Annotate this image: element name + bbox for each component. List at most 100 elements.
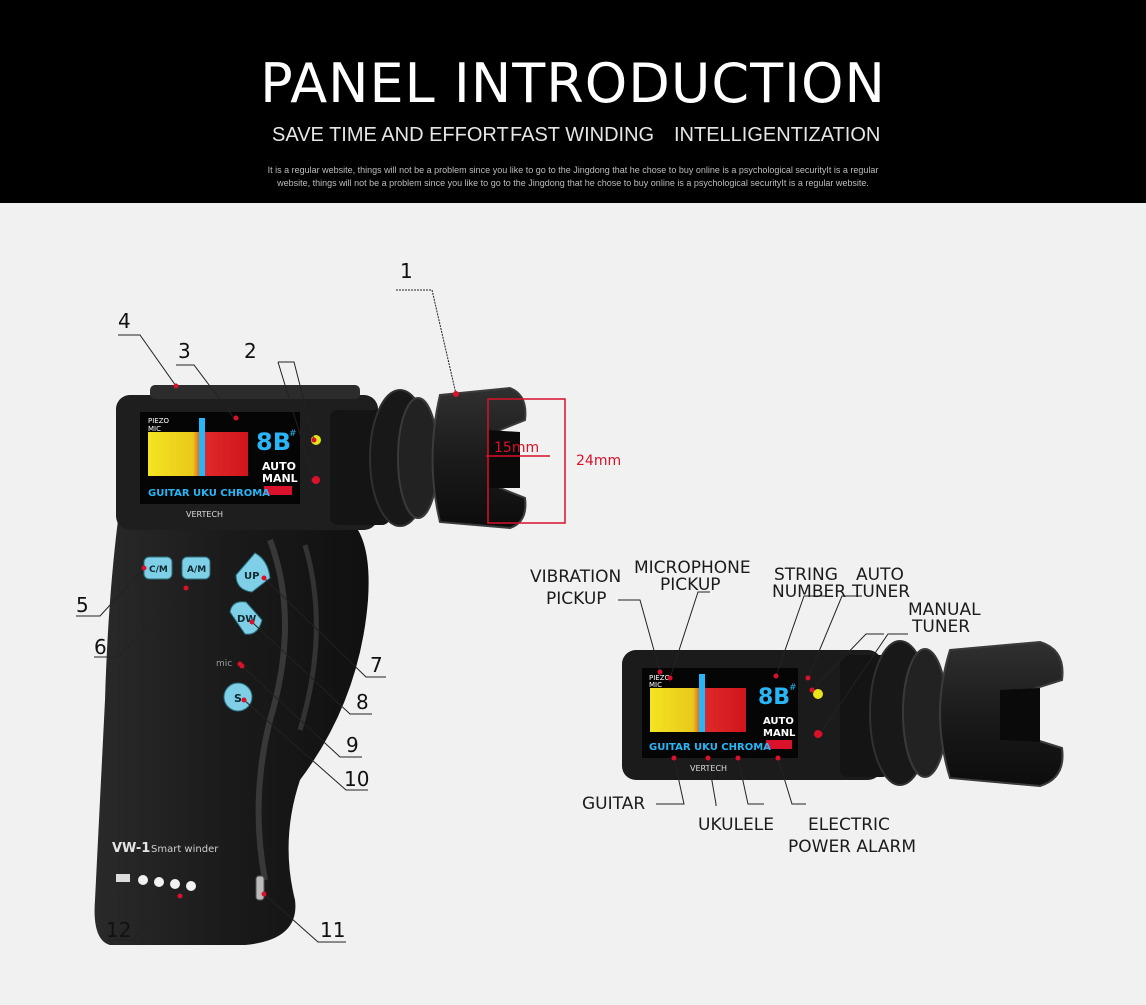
right-tuning-needle bbox=[699, 674, 705, 732]
callout-dot bbox=[775, 755, 781, 761]
callout-line-1 bbox=[396, 289, 457, 395]
callout-dots bbox=[141, 383, 459, 899]
dw-button-label: DW bbox=[237, 614, 256, 625]
display-mic: MIC bbox=[148, 425, 161, 433]
callout-dot bbox=[183, 585, 189, 591]
label-electric-power-alarm-1: ELECTRIC bbox=[808, 815, 890, 835]
right-display-auto: AUTO bbox=[763, 716, 794, 727]
callout-number-9: 9 bbox=[346, 733, 359, 757]
callout-number-7: 7 bbox=[370, 653, 383, 677]
right-display-sharp: # bbox=[789, 683, 797, 693]
label-string-number-2: NUMBER bbox=[772, 582, 846, 602]
right-display-note: 8B bbox=[758, 685, 790, 710]
right-tuning-bargraph bbox=[650, 688, 746, 732]
diagram-svg: PIEZO MIC 8B # AUTO MANL GUITAR UKU CHRO… bbox=[76, 259, 1064, 945]
callout-numbers: 1 2 3 4 5 6 7 8 9 10 11 12 bbox=[76, 259, 413, 942]
grip-handle bbox=[94, 520, 369, 945]
winder-device-right: PIEZO MIC 8B # AUTO MANL GUITAR UKU CHRO… bbox=[622, 640, 1064, 788]
callout-line-6 bbox=[94, 587, 187, 658]
callout-number-10: 10 bbox=[344, 767, 369, 791]
callout-line-auto bbox=[807, 595, 862, 679]
peg-winder-head[interactable] bbox=[431, 386, 527, 530]
dw-button[interactable] bbox=[229, 601, 263, 635]
right-callout-labels: VIBRATION PICKUP MICROPHONE PICKUP STRIN… bbox=[530, 558, 981, 857]
callout-number-11: 11 bbox=[320, 918, 345, 942]
label-ukulele: UKULELE bbox=[698, 815, 774, 835]
callout-dot bbox=[773, 673, 779, 679]
am-button-label: A/M bbox=[187, 565, 206, 575]
outer-dimension-label: 24mm bbox=[576, 453, 621, 469]
right-peg-slot bbox=[1000, 688, 1040, 742]
tuning-bargraph bbox=[148, 432, 248, 476]
callout-line-5 bbox=[76, 567, 145, 617]
s-button[interactable] bbox=[223, 682, 253, 712]
right-display-manl: MANL bbox=[763, 728, 796, 739]
callout-dot bbox=[173, 383, 179, 389]
callout-line-2a bbox=[278, 361, 315, 441]
callout-line-chroma bbox=[737, 757, 764, 805]
callout-line-2b bbox=[277, 361, 315, 481]
grip-ridge bbox=[297, 544, 319, 731]
battery-led-4 bbox=[186, 881, 196, 891]
right-callout-dots bbox=[657, 669, 823, 761]
subtitle-intelligentization: INTELLIGENTIZATION bbox=[674, 124, 881, 146]
battery-led-3 bbox=[170, 879, 180, 889]
callout-dot bbox=[141, 565, 147, 571]
up-button-label: UP bbox=[244, 571, 259, 582]
callout-line-ukulele bbox=[707, 757, 717, 806]
battery-indicator bbox=[264, 486, 292, 495]
fine-print-line-1: It is a regular website, things will not… bbox=[267, 165, 879, 175]
grip-ridge bbox=[255, 538, 288, 881]
tuning-needle bbox=[199, 418, 205, 476]
callout-dot bbox=[453, 391, 459, 397]
callout-dot bbox=[817, 731, 823, 737]
callout-dot bbox=[735, 755, 741, 761]
label-vibration-pickup-1: VIBRATION bbox=[530, 567, 621, 587]
mic-label: mic bbox=[216, 659, 232, 669]
right-display-modes: GUITAR UKU CHROMA bbox=[649, 742, 771, 753]
callout-line-manual bbox=[819, 633, 908, 735]
display-brand: VERTECH bbox=[186, 510, 223, 519]
display-note: 8B bbox=[256, 428, 291, 456]
callout-dot bbox=[311, 477, 317, 483]
subtitle-fast-winding: FAST WINDING bbox=[510, 124, 655, 146]
callout-number-8: 8 bbox=[356, 690, 369, 714]
callout-dot bbox=[311, 437, 317, 443]
fine-print-line-2: website, things will not be a problem si… bbox=[277, 178, 869, 188]
callout-line-11 bbox=[263, 893, 346, 943]
label-manual-tuner-1: MANUAL bbox=[908, 600, 981, 620]
callout-dot bbox=[805, 675, 811, 681]
outer-dimension-box bbox=[487, 398, 566, 524]
battery-led-2 bbox=[154, 877, 164, 887]
display-sharp: # bbox=[289, 429, 297, 439]
label-auto-tuner-2: TUNER bbox=[851, 582, 910, 602]
up-button[interactable] bbox=[235, 552, 271, 593]
display-piezo: PIEZO bbox=[148, 417, 170, 425]
callout-line-7 bbox=[263, 577, 386, 678]
label-electric-power-alarm-2: POWER ALARM bbox=[788, 837, 916, 857]
model-name: VW-1 bbox=[112, 841, 150, 856]
callout-dot bbox=[261, 575, 267, 581]
callout-line-string bbox=[775, 595, 826, 677]
display-auto: AUTO bbox=[262, 460, 296, 473]
callout-line-4 bbox=[118, 334, 177, 387]
callout-dot bbox=[667, 675, 673, 681]
callout-dot bbox=[177, 893, 183, 899]
label-guitar: GUITAR bbox=[582, 794, 645, 814]
label-microphone-pickup-2: PICKUP bbox=[660, 575, 721, 595]
inner-dimension-label: 15mm bbox=[494, 440, 539, 456]
callout-line-3 bbox=[176, 364, 235, 419]
right-callouts bbox=[618, 591, 908, 806]
right-battery-indicator bbox=[766, 740, 792, 749]
label-vibration-pickup-2: PICKUP bbox=[546, 589, 607, 609]
battery-led-1 bbox=[138, 875, 148, 885]
am-button[interactable] bbox=[181, 556, 211, 580]
callout-number-3: 3 bbox=[178, 339, 191, 363]
callout-dot bbox=[809, 687, 815, 693]
callout-dot bbox=[233, 415, 239, 421]
label-auto-tuner-1: AUTO bbox=[856, 565, 904, 585]
model-subtitle: Smart winder bbox=[151, 844, 219, 855]
diagram-area: PIEZO MIC 8B # AUTO MANL GUITAR UKU CHRO… bbox=[0, 203, 1146, 1000]
callout-number-6: 6 bbox=[94, 635, 107, 659]
label-manual-tuner-2: TUNER bbox=[911, 617, 970, 637]
